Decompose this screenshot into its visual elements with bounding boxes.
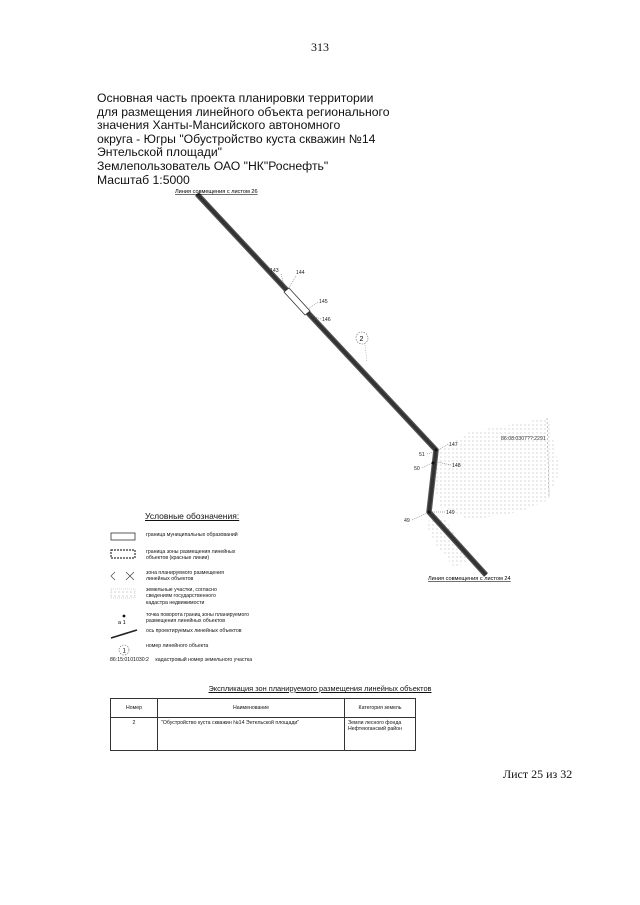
legend-text: линейных объектов <box>146 576 194 583</box>
land-plot-dots-icon <box>110 588 136 599</box>
legend-text: земельные участки, согласно <box>146 587 217 593</box>
title-line: Землепользователь ОАО "НК"Роснефть" <box>97 158 329 173</box>
point-label-146: 146 <box>322 317 331 323</box>
table-header-row: Номер Наименование Категория земель <box>110 698 416 718</box>
point-symbol-label: а 1 <box>118 620 126 626</box>
title-line: для размещения линейного объекта региона… <box>97 104 390 119</box>
legend-text: кадастра недвижимости <box>146 599 205 606</box>
title-line: Основная часть проекта планировки террит… <box>97 91 374 105</box>
joint-label-top: Линия совмещения с листом 26 <box>175 189 258 195</box>
turning-point <box>434 448 438 452</box>
document-title: Основная часть проекта планировки террит… <box>97 91 397 187</box>
category-line: Земли лесного фонда <box>348 720 402 726</box>
turning-points <box>427 448 438 514</box>
category-line: Нефтеюганский район <box>348 726 402 732</box>
turning-point-icon: а 1 <box>118 614 126 626</box>
zone-cross-icon <box>110 571 135 581</box>
table-cell-name: "Обустройство куста скважин №14 Энтельск… <box>157 717 345 751</box>
point-label-148: 148 <box>452 463 461 469</box>
legend-text: кадастровый номер земельного участка <box>155 657 253 663</box>
column-header: Наименование <box>157 698 345 718</box>
legend-text: точка поворота границ зоны планируемого <box>146 612 249 618</box>
title-line: Масштаб 1:5000 <box>97 172 190 187</box>
boundary-symbol-icon <box>110 532 136 541</box>
table-row: 2 "Обустройство куста скважин №14 Энтель… <box>110 717 416 751</box>
table-cell-category: Земли лесного фонда Нефтеюганский район <box>344 717 416 751</box>
table-cell-number: 2 <box>110 717 158 751</box>
title-line: Энтельской площади" <box>97 145 222 160</box>
title-line: округа - Югры "Обустройство куста скважи… <box>97 131 376 146</box>
column-header: Номер <box>110 698 158 718</box>
red-line-symbol-icon <box>110 549 136 559</box>
map-cut-line <box>546 417 550 497</box>
column-header: Категория земель <box>344 698 416 718</box>
legend-text: сведениям государственного <box>146 593 216 600</box>
legend-text: граница зоны размещения линейных <box>146 549 236 555</box>
object-axis-line <box>195 192 488 577</box>
zone-narrow-segment <box>283 287 311 316</box>
page-number: 313 <box>311 40 329 54</box>
joint-label-bottom: Линия совмещения с листом 24 <box>428 576 511 582</box>
turning-point <box>431 461 435 465</box>
planning-map: Линия совмещения с листом 26 Линия совме… <box>175 189 560 582</box>
point-label-50: 50 <box>414 466 420 472</box>
point-label-49: 49 <box>404 518 410 524</box>
point-label-143: 143 <box>270 268 279 274</box>
axis-line-icon <box>110 629 138 639</box>
legend-title: Условные обозначения: <box>145 511 240 521</box>
legend-text: ось проектируемых линейных объектов <box>146 628 242 634</box>
legend-item: 86:15:0101030:2 кадастровый номер земель… <box>110 657 252 663</box>
object-number-marker: 2 <box>355 331 369 363</box>
point-label-149: 149 <box>446 510 455 516</box>
zone-boundary <box>194 192 489 577</box>
circle-symbol-label: 1 <box>123 649 127 655</box>
legend-text: граница муниципальных образований <box>146 532 238 538</box>
point-label-51: 51 <box>419 452 425 458</box>
cadastral-number-map: 86:08:0307??:2291 <box>501 436 546 442</box>
point-label-145: 145 <box>319 299 328 305</box>
cadastral-area <box>432 418 560 520</box>
legend-text: номер линейного объекта <box>146 643 209 649</box>
cadastral-code-example: 86:15:0101030:2 <box>110 657 149 663</box>
legend-text: зона планируемого размещения <box>146 570 224 576</box>
legend-text: размещения линейных объектов <box>146 618 225 625</box>
sheet-number: Лист 25 из 32 <box>503 767 573 781</box>
legend-text: объектов (красные линии) <box>146 555 210 562</box>
turning-point <box>427 510 431 514</box>
object-number: 2 <box>360 336 364 343</box>
object-number-circle-icon: 1 <box>118 644 130 656</box>
map-point-labels: 143 144 145 146 147 148 149 51 50 49 <box>270 268 461 524</box>
title-line: значения Ханты-Мансийского автономного <box>97 118 341 133</box>
explication-title: Экспликация зон планируемого размещения … <box>208 684 432 693</box>
point-label-147: 147 <box>449 442 458 448</box>
explication-table: Номер Наименование Категория земель 2 "О… <box>110 698 416 751</box>
point-label-144: 144 <box>296 270 305 276</box>
